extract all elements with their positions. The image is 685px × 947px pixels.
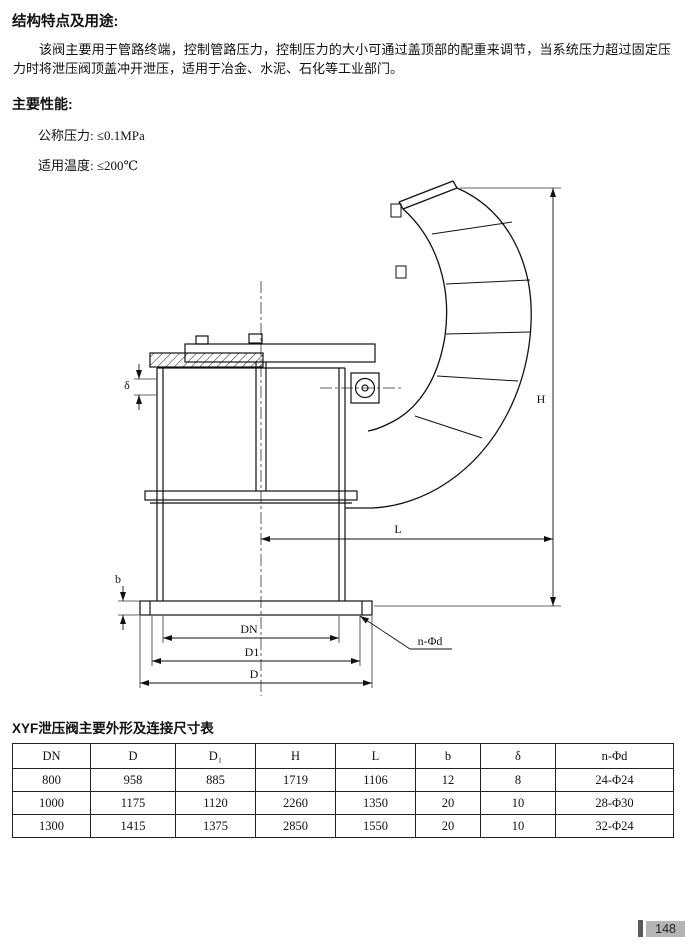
column-header: H: [255, 743, 336, 769]
table-cell: 12: [415, 768, 481, 792]
table-cell: 10: [480, 791, 556, 815]
table-title: XYF泄压阀主要外形及连接尺寸表: [12, 721, 214, 736]
dim-label-DN: DN: [240, 622, 258, 636]
table-cell: 2850: [255, 814, 336, 838]
spec-temperature: 适用温度: ≤200℃: [38, 158, 139, 173]
dim-label-D1: D1: [245, 645, 260, 659]
table-cell: 1375: [175, 814, 256, 838]
dim-label-delta: δ: [124, 378, 130, 392]
table-cell: 1120: [175, 791, 256, 815]
dim-label-n-phi-d: n-Φd: [418, 634, 443, 648]
table-row: 1000 1175 1120 2260 1350 20 10 28-Φ30: [12, 791, 674, 815]
exhaust-horn-outline: [345, 180, 532, 509]
table-cell: 1000: [12, 791, 91, 815]
dimensions-table: DN D D₁ H L b δ n-Φd 800 958 885 1719 11…: [12, 743, 674, 838]
spec-nominal-pressure: 公称压力: ≤0.1MPa: [38, 128, 145, 143]
table-cell: 958: [90, 768, 176, 792]
table-cell: 1300: [12, 814, 91, 838]
table-cell: 24-Φ24: [555, 768, 674, 792]
column-header: DN: [12, 743, 91, 769]
table-cell: 8: [480, 768, 556, 792]
column-header: L: [335, 743, 416, 769]
table-cell: 20: [415, 791, 481, 815]
table-header-row: DN D D₁ H L b δ n-Φd: [12, 743, 674, 769]
valve-body-outline: [139, 333, 380, 616]
page-number: 148: [646, 920, 685, 937]
table-cell: 1350: [335, 791, 416, 815]
table-cell: 10: [480, 814, 556, 838]
intro-paragraph: 该阀主要用于管路终端，控制管路压力，控制压力的大小可通过盖顶部的配重来调节，当系…: [13, 42, 671, 76]
section-heading-features: 结构特点及用途:: [12, 14, 119, 30]
horn-ribs: [390, 203, 531, 439]
section-heading-performance: 主要性能:: [12, 96, 73, 112]
column-header: b: [415, 743, 481, 769]
dim-label-H: H: [537, 392, 546, 406]
footer-accent-bar: [638, 920, 644, 937]
column-header: D: [90, 743, 176, 769]
page-footer: 148: [638, 920, 685, 937]
table-cell: 885: [175, 768, 256, 792]
center-lines: [260, 281, 402, 696]
column-header: D₁: [175, 743, 256, 769]
table-cell: 1719: [255, 768, 336, 792]
table-cell: 1415: [90, 814, 176, 838]
table-cell: 1175: [90, 791, 176, 815]
dim-label-L: L: [394, 522, 401, 536]
table-cell: 32-Φ24: [555, 814, 674, 838]
valve-technical-drawing: δ H L b DN D1 D n-Φd: [115, 180, 561, 696]
table-cell: 800: [12, 768, 91, 792]
table-cell: 2260: [255, 791, 336, 815]
dim-label-b: b: [115, 572, 121, 586]
table-cell: 20: [415, 814, 481, 838]
dimension-lines: [120, 188, 556, 686]
extension-lines: [118, 187, 561, 688]
column-header: n-Φd: [555, 743, 674, 769]
table-row: 800 958 885 1719 1106 12 8 24-Φ24: [12, 768, 674, 792]
dim-label-D: D: [250, 667, 259, 681]
column-header: δ: [480, 743, 556, 769]
table-cell: 28-Φ30: [555, 791, 674, 815]
table-cell: 1550: [335, 814, 416, 838]
table-row: 1300 1415 1375 2850 1550 20 10 32-Φ24: [12, 814, 674, 838]
table-cell: 1106: [335, 768, 416, 792]
